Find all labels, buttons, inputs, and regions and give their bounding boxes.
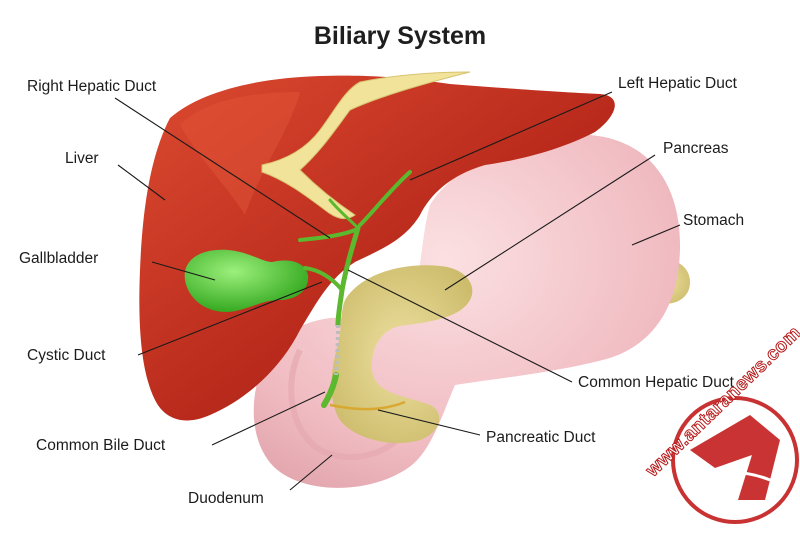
label-gallbladder: Gallbladder — [19, 250, 99, 267]
right-hepatic-duct-path — [298, 228, 357, 242]
label-common-bile-duct: Common Bile Duct — [36, 437, 166, 454]
label-left-hepatic-duct: Left Hepatic Duct — [618, 75, 737, 92]
gallbladder — [184, 249, 309, 312]
label-liver: Liver — [65, 150, 99, 167]
label-right-hepatic-duct: Right Hepatic Duct — [27, 78, 157, 95]
antara-logo-swoosh — [699, 471, 771, 482]
label-stomach: Stomach — [683, 212, 745, 229]
common-bile-duct-lower-path — [321, 372, 339, 408]
antara-logo-icon — [671, 396, 799, 524]
pancreatic-duct-path — [329, 400, 406, 411]
common-bile-duct-upper-path — [335, 287, 345, 328]
label-pancreas: Pancreas — [663, 140, 729, 157]
leader-gallbladder — [151, 261, 216, 281]
cystic-duct-path — [303, 266, 344, 292]
left-hepatic-duct-path — [358, 170, 412, 227]
leader-left-hepatic-duct — [409, 91, 613, 181]
antara-logo-mark — [690, 415, 780, 500]
label-duodenum: Duodenum — [188, 490, 264, 507]
hepatic-branch-path — [328, 198, 360, 230]
leader-common-bile-duct — [211, 391, 326, 446]
leader-liver — [117, 164, 166, 201]
leader-right-hepatic-duct — [114, 97, 331, 239]
duodenum-inner-shade — [288, 348, 408, 460]
leader-pancreas — [444, 154, 656, 291]
common-bile-duct-hidden-path — [334, 324, 340, 376]
pancreas — [331, 265, 473, 444]
diagram-title: Biliary System — [313, 22, 487, 50]
label-common-hepatic-duct: Common Hepatic Duct — [578, 374, 734, 391]
liver — [139, 75, 615, 421]
leader-duodenum — [289, 454, 333, 491]
hepatic-vessel — [261, 71, 471, 220]
label-cystic-duct: Cystic Duct — [27, 347, 106, 364]
leader-lines — [114, 91, 681, 491]
leader-cystic-duct — [137, 281, 323, 356]
leader-pancreatic-duct — [377, 409, 481, 436]
leader-common-hepatic-duct — [347, 269, 573, 383]
liver-right-lobe-highlight — [180, 92, 300, 215]
label-pancreatic-duct: Pancreatic Duct — [486, 429, 596, 446]
leader-stomach — [631, 224, 681, 246]
bile-ducts — [298, 170, 412, 408]
common-hepatic-duct-path — [339, 225, 361, 293]
